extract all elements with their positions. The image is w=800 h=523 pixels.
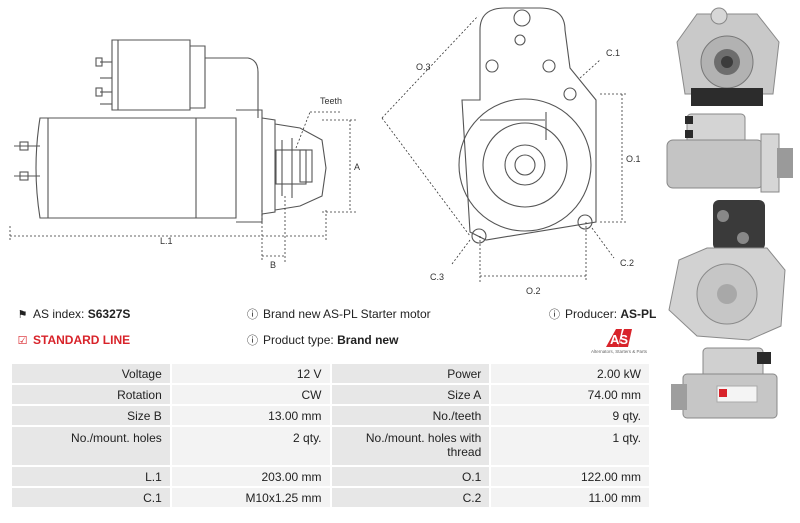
spec-value: CW [169, 383, 332, 406]
label-teeth: Teeth [320, 96, 342, 106]
logo-tagline: Alternators, Starters & Parts [590, 349, 648, 354]
product-photo-column [657, 0, 800, 523]
technical-drawing: Teeth A L.1 B O.3 C.1 O.1 C.3 C.2 O.2 [0, 0, 655, 300]
info-icon: ⓘ [247, 335, 258, 347]
table-row: C.1 M10x1.25 mm C.2 11.00 mm [10, 486, 651, 509]
spec-key: Size A [329, 383, 492, 406]
label-a: A [354, 162, 360, 172]
checkbox-check-icon: ☑ [17, 335, 28, 347]
label-l1: L.1 [160, 236, 173, 246]
specification-table: Voltage 12 V Power 2.00 kW Rotation CW S… [10, 362, 651, 509]
spec-key: C.2 [329, 486, 492, 509]
spec-key: No./mount. holes [10, 425, 172, 467]
spec-key: No./teeth [329, 404, 492, 427]
standard-line: ☑ STANDARD LINE [16, 332, 131, 349]
description-text: Brand new AS-PL Starter motor [263, 307, 431, 321]
as-index-label: AS index: [33, 307, 85, 321]
spec-key: Power [329, 362, 492, 385]
description-line: ⓘ Brand new AS-PL Starter motor [246, 306, 431, 323]
spec-value: 9 qty. [489, 404, 651, 427]
spec-key: No./mount. holes with thread [329, 425, 492, 467]
spec-value: 2.00 kW [489, 362, 651, 385]
spec-key: Rotation [10, 383, 172, 406]
product-type-label: Product type: [263, 333, 334, 347]
product-photo-front[interactable] [657, 2, 800, 110]
product-type-line: ⓘ Product type: Brand new [246, 332, 398, 349]
brand-logo: AS Alternators, Starters & Parts [586, 327, 652, 357]
label-o3: O.3 [416, 62, 431, 72]
label-b: B [270, 260, 276, 270]
spec-value: 122.00 mm [489, 465, 651, 488]
spec-value: 12 V [169, 362, 332, 385]
table-row: Rotation CW Size A 74.00 mm [10, 383, 651, 406]
spec-value: 203.00 mm [169, 465, 332, 488]
spec-key: O.1 [329, 465, 492, 488]
svg-text:AS: AS [610, 332, 628, 347]
spec-key: L.1 [10, 465, 172, 488]
info-icon: ⓘ [247, 309, 258, 321]
as-index-line: ⚑ AS index: S6327S [16, 306, 131, 323]
spec-value: 2 qty. [169, 425, 332, 467]
label-o2: O.2 [526, 286, 541, 296]
table-row: L.1 203.00 mm O.1 122.00 mm [10, 465, 651, 488]
product-photo-side[interactable] [657, 110, 800, 198]
standard-line-label: STANDARD LINE [33, 333, 131, 347]
as-index-value: S6327S [87, 307, 131, 321]
product-type-value: Brand new [337, 333, 399, 347]
info-icon: ⓘ [549, 309, 560, 321]
spec-value: M10x1.25 mm [169, 486, 332, 509]
spec-value: 1 qty. [489, 425, 651, 467]
label-c3: C.3 [430, 272, 444, 282]
tag-icon: ⚑ [17, 309, 28, 321]
producer-line: ⓘ Producer: AS-PL [548, 306, 656, 323]
spec-value: 11.00 mm [489, 486, 651, 509]
table-row: Size B 13.00 mm No./teeth 9 qty. [10, 404, 651, 427]
table-row: Voltage 12 V Power 2.00 kW [10, 362, 651, 385]
producer-value: AS-PL [620, 307, 657, 321]
label-c1: C.1 [606, 48, 620, 58]
label-c2: C.2 [620, 258, 634, 268]
spec-key: Size B [10, 404, 172, 427]
spec-value: 13.00 mm [169, 404, 332, 427]
label-o1: O.1 [626, 154, 641, 164]
spec-key: C.1 [10, 486, 172, 509]
spec-value: 74.00 mm [489, 383, 651, 406]
producer-label: Producer: [565, 307, 618, 321]
product-photo-box[interactable] [657, 346, 800, 421]
spec-key: Voltage [10, 362, 172, 385]
product-photo-rear[interactable] [657, 198, 800, 346]
table-row: No./mount. holes 2 qty. No./mount. holes… [10, 425, 651, 467]
